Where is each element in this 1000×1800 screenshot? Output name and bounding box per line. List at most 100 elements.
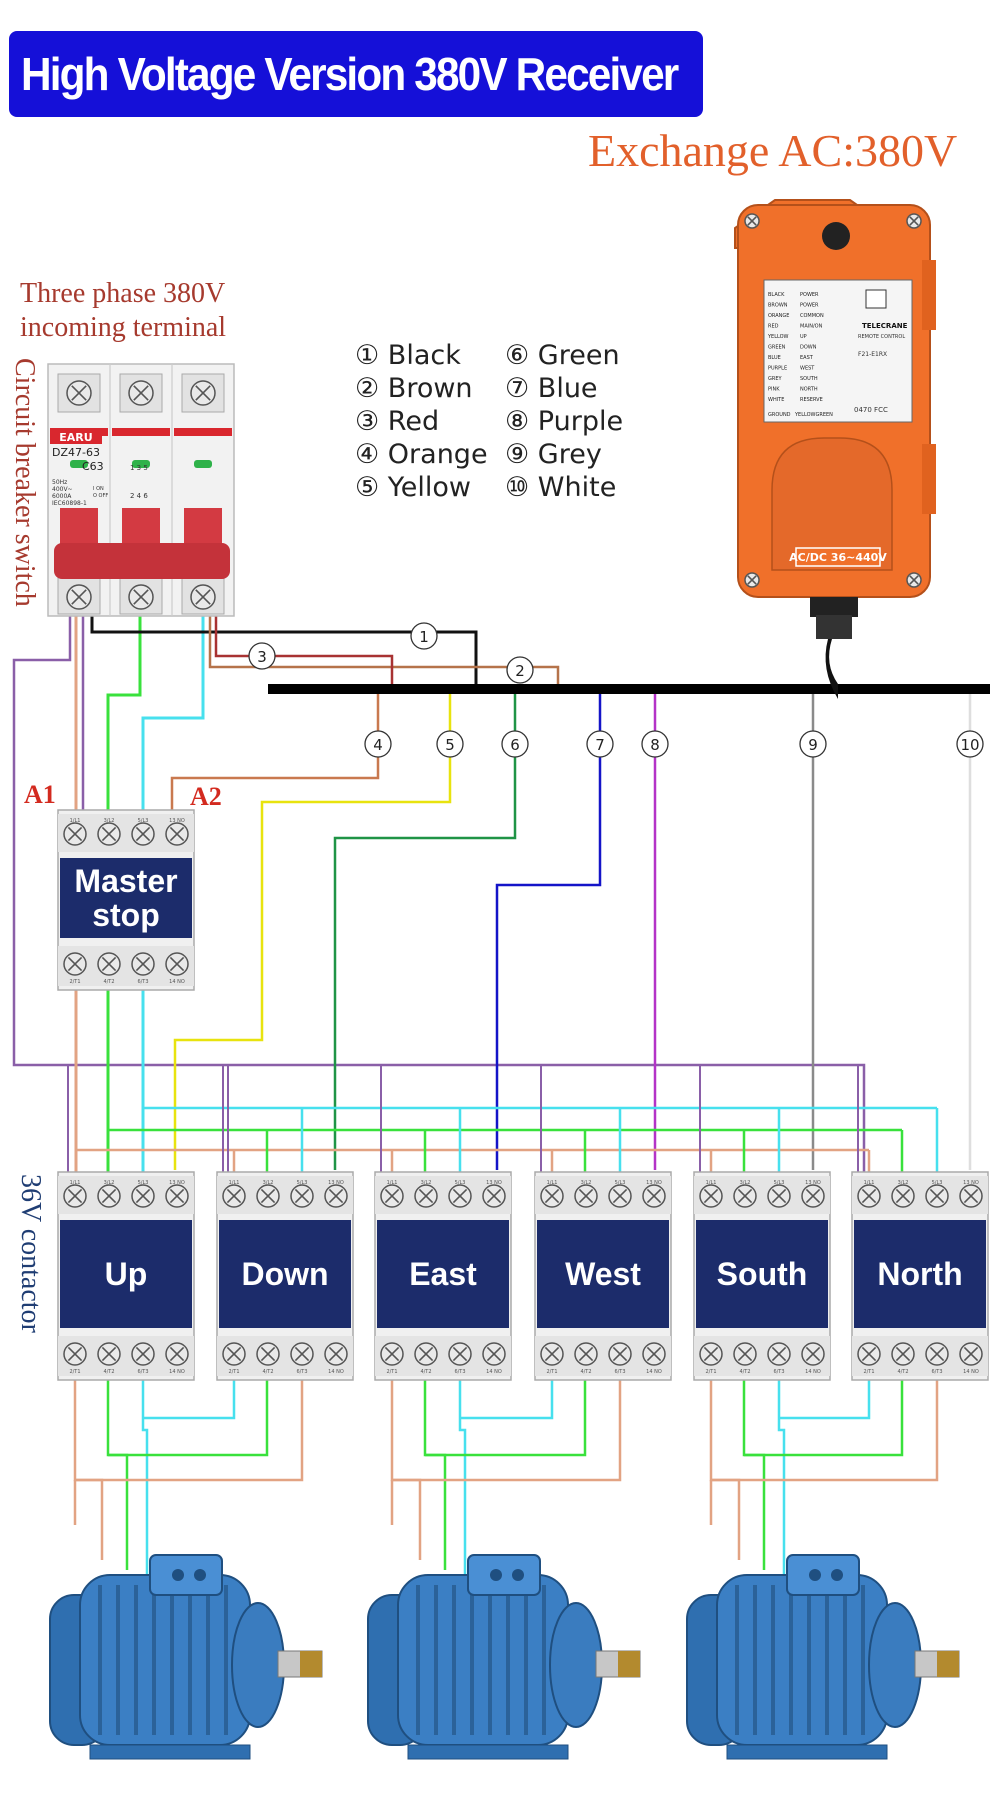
contactor-voltage-label: 36V contactor (15, 1174, 46, 1333)
wire-number-label: 3 (257, 648, 267, 666)
legend-number: ⑤ (355, 472, 388, 503)
screw-slot (101, 826, 117, 842)
contactor-label-plate (854, 1220, 986, 1328)
terminal-label: 4/T2 (580, 1369, 591, 1375)
motor-phase-b (106, 1375, 129, 1570)
breaker-spec: 400V~ (52, 486, 73, 493)
cable-gland-icon (810, 597, 858, 617)
legend-number: ④ (355, 439, 388, 470)
contactor-name: Master (74, 863, 177, 899)
screw-slot (294, 1346, 310, 1362)
receiver-side-rib (922, 444, 936, 514)
screw-slot (646, 1346, 662, 1362)
wire-number-label: 4 (373, 736, 383, 754)
motor-phase-b (423, 1375, 447, 1570)
legend-item-white: ⑩ White (505, 472, 616, 503)
legend-color-name: Red (387, 406, 440, 437)
terminal-label: 14 NO (805, 1369, 821, 1375)
screw-slot (169, 956, 185, 972)
terminal-label: 5/L3 (138, 1180, 149, 1186)
screw-slot (544, 1188, 560, 1204)
reverse-phase-swap (711, 1375, 939, 1482)
receiver-function-row: DOWN (800, 345, 817, 351)
reverse-phase-pass (744, 1375, 904, 1457)
screw-slot (703, 1188, 719, 1204)
contactor-label-plate (537, 1220, 669, 1328)
supply-voltage-label: Exchange AC:380V (588, 125, 958, 176)
screw-slot (578, 1188, 594, 1204)
electric-motor-icon (367, 1554, 641, 1760)
breaker-terminal-numbers: 2 4 6 (130, 492, 148, 500)
terminal-box-hole (194, 1569, 206, 1581)
breaker-spec: 50Hz (52, 479, 67, 486)
screw-slot (771, 1346, 787, 1362)
screw-slot (418, 1188, 434, 1204)
legend-number: ⑦ (505, 373, 538, 404)
receiver-function-row: RESERVE (800, 397, 823, 403)
legend-item-purple: ⑧ Purple (505, 406, 623, 437)
terminal-label: 5/L3 (297, 1180, 308, 1186)
screw-slot (133, 589, 149, 605)
breaker-spec: IEC60898-1 (52, 500, 87, 507)
screw-slot (71, 385, 87, 401)
contactor-name: Up (105, 1256, 148, 1292)
terminal-label: 4/T2 (103, 979, 114, 985)
motor-phase-c (777, 1375, 786, 1575)
incoming-label-line2: incoming terminal (20, 312, 227, 343)
terminal-label: 2/T1 (228, 1369, 239, 1375)
screw-slot (133, 385, 149, 401)
breaker-handle-icon (60, 508, 98, 544)
terminal-label: 13 NO (486, 1180, 502, 1186)
terminal-box-hole (512, 1569, 524, 1581)
screw-slot (195, 589, 211, 605)
terminal-label: 2/T1 (386, 1369, 397, 1375)
breaker-indicator (132, 460, 150, 468)
screw-slot (226, 1188, 242, 1204)
electric-motor-icon (49, 1554, 323, 1760)
motor-terminal-box (149, 1554, 223, 1596)
reverse-phase-swap (779, 1375, 871, 1420)
screw-slot (260, 1346, 276, 1362)
receiver-wire-row: PURPLE (768, 366, 787, 372)
screw-slot (169, 1346, 185, 1362)
motor-terminal-box (467, 1554, 541, 1596)
terminal-label: 6/T3 (137, 979, 148, 985)
screw-slot (169, 826, 185, 842)
legend-item-grey: ⑨ Grey (505, 439, 602, 470)
legend-item-green: ⑥ Green (505, 340, 620, 371)
receiver-power-label: AC/DC 36~440V (789, 551, 887, 564)
receiver-ground: GROUND (768, 412, 791, 418)
reverse-phase-swap (75, 1375, 304, 1482)
motor-shaft-key (300, 1651, 322, 1677)
screw-slot (135, 1346, 151, 1362)
screw-slot (963, 1188, 979, 1204)
terminal-label: 14 NO (328, 1369, 344, 1375)
terminal-label: 2/T1 (705, 1369, 716, 1375)
breaker-handle-icon (184, 508, 222, 544)
breaker-off-mark: O OFF (93, 493, 108, 499)
breaker-terminal-numbers: 1 3 5 (130, 464, 148, 472)
motor-terminal-box (786, 1554, 860, 1596)
legend-color-name: Brown (387, 373, 473, 404)
terminal-label: 4/T2 (420, 1369, 431, 1375)
terminal-label: 4/T2 (897, 1369, 908, 1375)
electric-motor-icon (686, 1554, 960, 1760)
legend-number: ① (355, 340, 388, 371)
brand-plate (50, 430, 102, 444)
receiver-power-plate (795, 547, 881, 567)
screw-slot (101, 1346, 117, 1362)
breaker-indicator (194, 460, 212, 468)
screw-slot (805, 1346, 821, 1362)
legend-number: ⑥ (505, 340, 538, 371)
circuit-breaker-icon: EARUDZ47-63C6350Hz400V~6000AIEC60898-1I … (47, 363, 235, 617)
contactor-name: stop (92, 897, 160, 933)
terminal-label: 6/T3 (773, 1369, 784, 1375)
screw-slot (169, 1188, 185, 1204)
terminal-label: 1/L1 (70, 1180, 81, 1186)
motor-flange (549, 1602, 603, 1728)
contactor-name: Down (241, 1256, 328, 1292)
